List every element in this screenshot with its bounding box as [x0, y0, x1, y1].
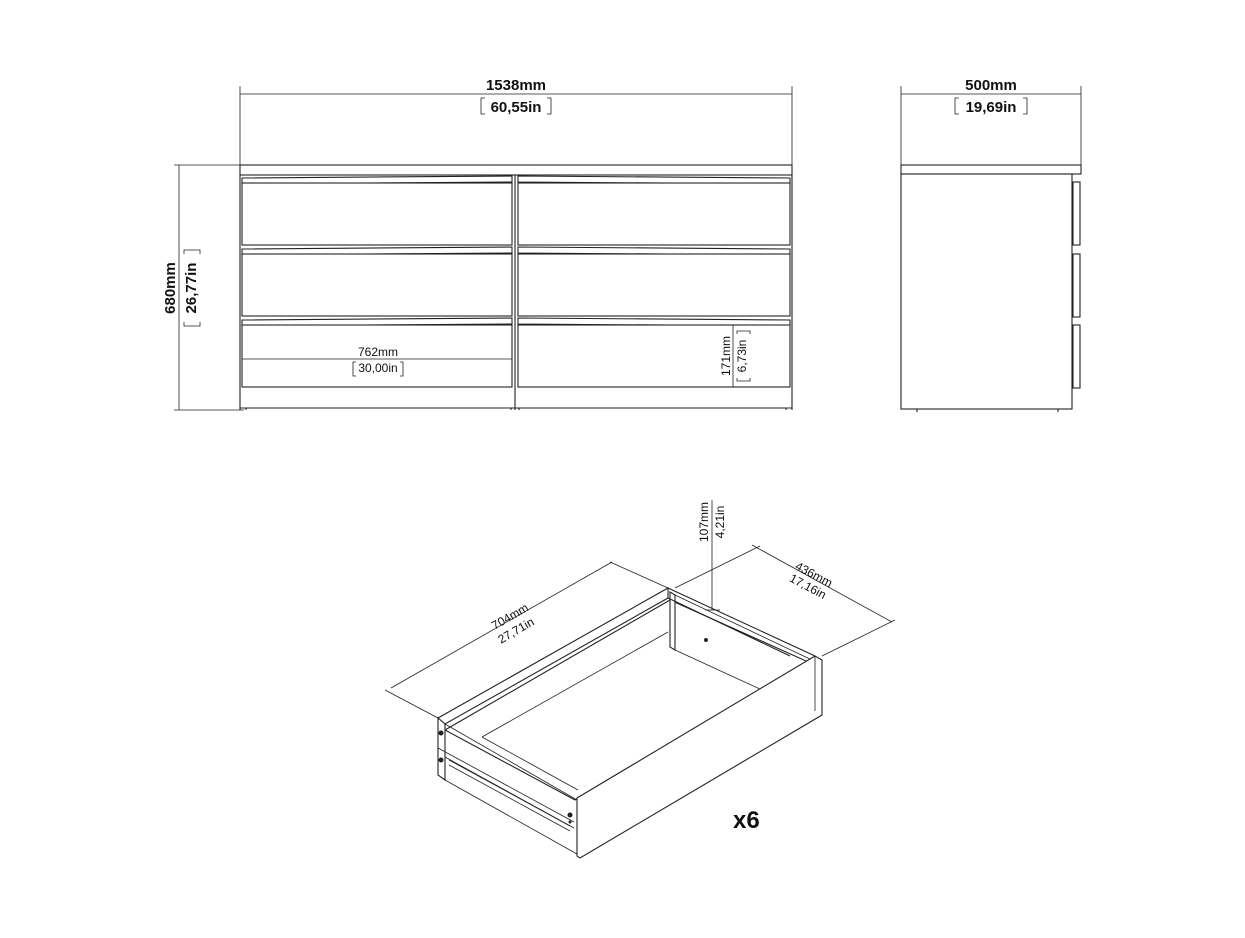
drawer-height-dimension-iso: 107mm 4,21in [697, 500, 727, 611]
side-view: 500mm 19,69in [900, 77, 1082, 412]
height-in-label: 26,77in [183, 263, 200, 314]
drawer-width-mm-label: 762mm [358, 345, 398, 359]
depth-dimension: 500mm 19,69in [900, 77, 1082, 165]
drawer-fronts-left [241, 175, 513, 388]
drawer-height-dimension: 171mm 6,73in [719, 325, 751, 387]
side-drawer-front-2 [1072, 253, 1081, 318]
width-dimension: 1538mm 60,55in [239, 77, 793, 165]
height-dimension: 680mm 26,77in [162, 164, 244, 411]
depth-mm-label: 500mm [965, 77, 1017, 94]
drawer-isometric: 704mm 27,71in 436mm 17,16in 107mm 4,21in… [384, 500, 896, 859]
depth-in-label: 19,69in [966, 99, 1017, 116]
drawer-height-mm-label-iso: 107mm [697, 502, 711, 542]
front-top-plate [239, 164, 793, 176]
drawer-width-in-label: 30,00in [358, 361, 397, 375]
drawer-height-mm-label: 171mm [719, 336, 733, 376]
height-mm-label: 680mm [162, 262, 179, 314]
front-view: 1538mm 60,55in 680mm 26,77in 762mm 30,00… [162, 77, 793, 411]
side-top-plate [900, 164, 1082, 175]
drawer-fronts-right [517, 175, 791, 388]
side-drawer-front-3 [1072, 324, 1081, 389]
side-drawer-front-1 [1072, 181, 1081, 246]
drawer-height-in-label: 6,73in [735, 340, 749, 373]
back-screw-hole [704, 638, 708, 642]
drawer-width-dimension: 762mm 30,00in [242, 345, 512, 377]
drawer-quantity-label: x6 [733, 807, 760, 834]
width-in-label: 60,55in [491, 99, 542, 116]
width-mm-label: 1538mm [486, 77, 546, 94]
side-panel [900, 173, 1073, 410]
drawer-height-in-label-iso: 4,21in [713, 506, 727, 539]
